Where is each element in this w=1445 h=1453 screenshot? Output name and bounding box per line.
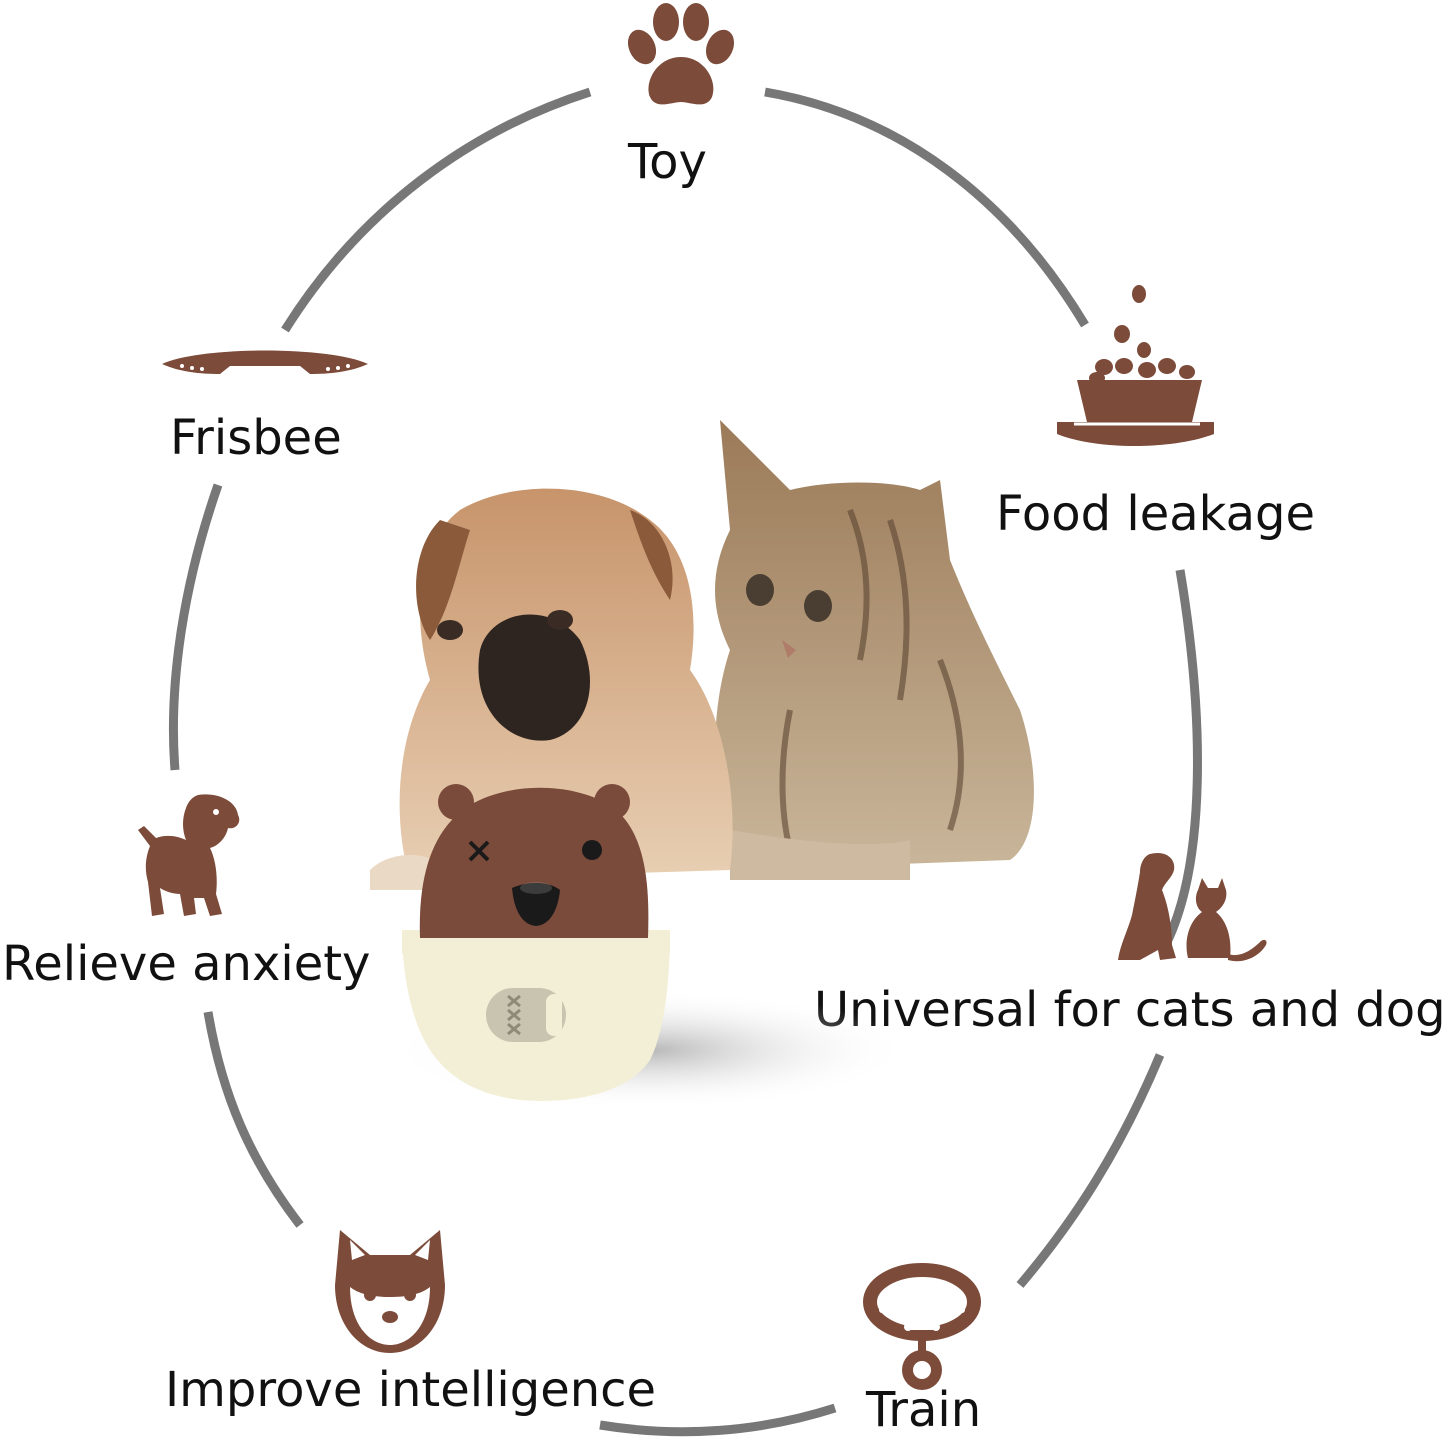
feature-label-universal: Universal for cats and dogs xyxy=(814,982,1445,1038)
paw-icon xyxy=(627,3,735,105)
feature-label-train: Train xyxy=(866,1382,982,1438)
puppy xyxy=(370,488,733,890)
ring-segment-train-intelligence xyxy=(599,1403,837,1437)
dog-and-cat-icon xyxy=(1118,852,1267,962)
feature-label-improve-intelligence: Improve intelligence xyxy=(165,1362,657,1418)
feature-label-toy: Toy xyxy=(628,134,707,190)
ring-segment-universal-train xyxy=(1016,1053,1165,1288)
pet-collar-icon xyxy=(863,1263,981,1390)
feature-label-frisbee: Frisbee xyxy=(170,410,342,466)
puppy-icon xyxy=(138,794,240,916)
ring-segment-food-universal xyxy=(1163,569,1202,942)
shiba-dog-face-icon xyxy=(335,1230,445,1353)
ring-segment-frisbee-toy xyxy=(281,87,592,333)
pets-with-toy-photo xyxy=(370,420,1034,1110)
ring-segment-anxiety-frisbee xyxy=(168,483,223,771)
ring-segment-intelligence-anxiety xyxy=(203,1011,304,1228)
frisbee-icon xyxy=(162,350,368,374)
food-bowl-icon xyxy=(1057,285,1214,446)
feature-label-food-leakage: Food leakage xyxy=(996,486,1316,542)
feature-label-relieve-anxiety: Relieve anxiety xyxy=(2,936,371,992)
bear-treat-toy xyxy=(402,784,670,1101)
ring-segment-toy-food xyxy=(764,87,1089,328)
kitten xyxy=(715,420,1034,880)
